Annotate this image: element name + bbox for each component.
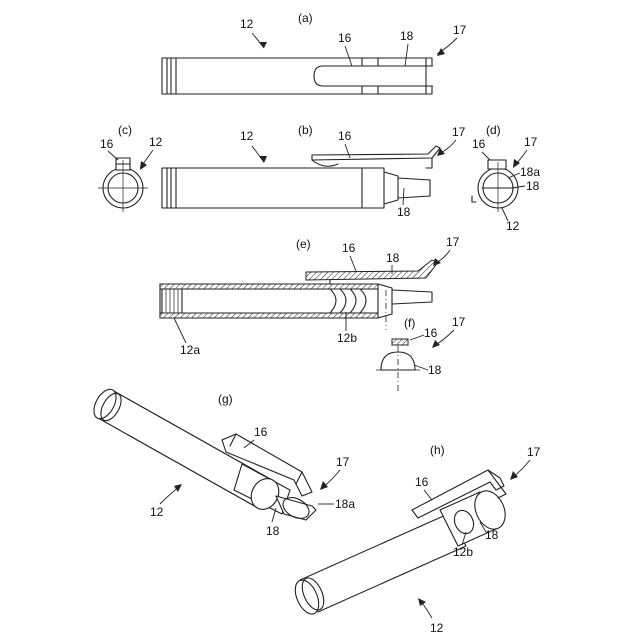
panel-label-h: (h) (430, 443, 445, 457)
ref-12-a: 12 (240, 17, 254, 31)
ref-17-h: 17 (527, 445, 541, 459)
panel-label-c: (c) (118, 123, 132, 137)
panel-label-e: (e) (296, 237, 311, 251)
cap-perspective-h (291, 486, 511, 617)
ref-12a-e: 12a (180, 343, 200, 357)
ref-12-c: 12 (149, 135, 163, 149)
ref-18-a: 18 (400, 29, 414, 43)
view-g: (g) 16 17 12 18 18a (89, 386, 355, 538)
ref-16-h: 16 (415, 475, 429, 489)
ref-18a-g: 18a (335, 497, 355, 511)
ref-18-h: 18 (485, 528, 499, 542)
view-h: (h) 16 17 18 12b 12 (291, 443, 541, 635)
ref-16-e: 16 (342, 241, 356, 255)
ref-12b-e: 12b (337, 331, 357, 345)
ref-17-a: 17 (453, 23, 467, 37)
ref-17-d: 17 (524, 135, 538, 149)
panel-label-f: (f) (404, 316, 415, 330)
ref-17-e: 17 (446, 235, 460, 249)
ref-12-h: 12 (430, 621, 444, 635)
panel-label-b: (b) (298, 123, 313, 137)
cap-end-d (472, 160, 518, 212)
view-d: (d) 16 17 18a 18 12 (472, 123, 540, 233)
view-b: (b) 12 16 17 18 (162, 123, 466, 219)
clip-b (312, 146, 440, 168)
clip-e (306, 260, 438, 284)
ref-18-d: 18 (526, 179, 540, 193)
view-a: (a) 12 16 18 17 (162, 11, 467, 94)
panel-label-a: (a) (298, 11, 313, 25)
ref-17-g: 17 (336, 455, 350, 469)
ref-17-b: 17 (452, 125, 466, 139)
ref-16-g: 16 (254, 425, 268, 439)
ref-18a-d: 18a (520, 165, 540, 179)
ref-12-d: 12 (506, 219, 520, 233)
ref-16-f: 16 (424, 326, 438, 340)
view-c: (c) 16 12 (98, 123, 163, 212)
ref-16-b: 16 (338, 129, 352, 143)
cap-body-b (162, 168, 430, 208)
ref-18-e: 18 (386, 251, 400, 265)
cap-perspective-g (89, 386, 316, 523)
view-f: (f) 16 17 18 (376, 315, 466, 392)
ref-18-g: 18 (266, 524, 280, 538)
ref-16-d: 16 (472, 137, 486, 151)
clip-a (314, 66, 433, 86)
ref-18-f: 18 (428, 363, 442, 377)
cap-section-e (160, 284, 432, 318)
ref-16-c: 16 (100, 137, 114, 151)
clip-section-f (376, 339, 420, 392)
ref-17-f: 17 (452, 315, 466, 329)
ref-12-b: 12 (240, 129, 254, 143)
panel-label-g: (g) (218, 392, 233, 406)
ref-16-a: 16 (338, 31, 352, 45)
ref-12-g: 12 (150, 505, 164, 519)
ref-12b-h: 12b (453, 545, 473, 559)
ref-18-b: 18 (397, 205, 411, 219)
panel-label-d: (d) (486, 123, 501, 137)
